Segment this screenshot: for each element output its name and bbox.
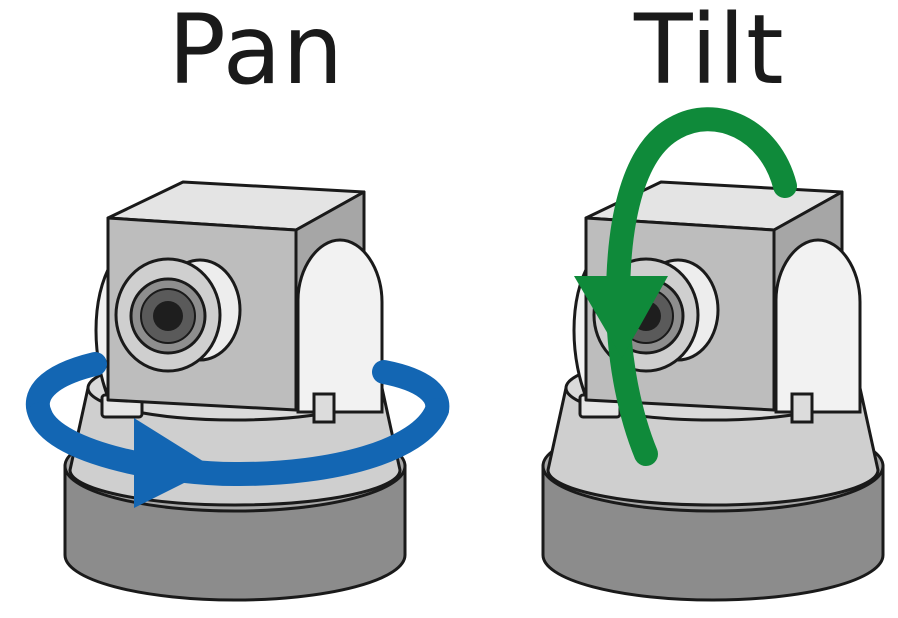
pan-arrow [28,398,449,487]
pan-label: Pan [168,0,345,106]
tilt-arrowhead-icon [574,276,668,358]
tilt-camera [541,180,885,602]
tilt-label: Tilt [634,0,785,106]
tilt-arrow [605,107,797,466]
pan-camera [63,180,407,602]
pan-arrowhead-icon [134,418,214,508]
